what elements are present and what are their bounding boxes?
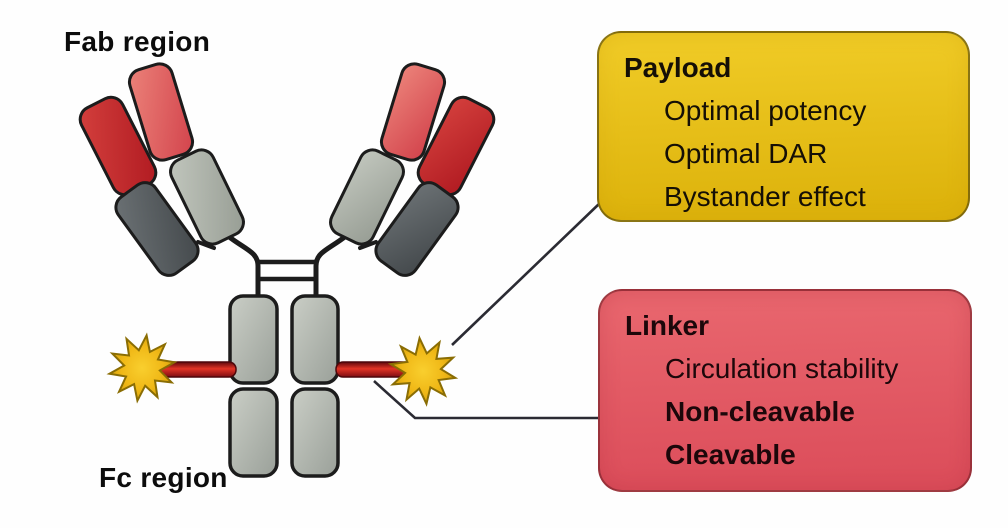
right-fab-arm	[329, 62, 496, 277]
fc-domain-segment	[228, 294, 279, 385]
payload-item: Bystander effect	[664, 181, 866, 212]
linker-connector-line	[373, 380, 602, 420]
linker-callout-title: Linker	[625, 310, 710, 341]
payload-callout-title: Payload	[624, 52, 732, 83]
linker-item: Circulation stability	[665, 353, 899, 384]
hinge-region	[225, 233, 349, 301]
right-chain-link	[358, 240, 378, 250]
fab-region-label: Fab region	[64, 26, 211, 57]
linker-callout: Linker Circulation stability Non-cleavab…	[598, 289, 972, 492]
right-heavy-chain-constant-segment	[329, 148, 405, 246]
right-heavy-chain-variable-segment	[379, 62, 447, 162]
right-light-chain-constant-segment	[374, 181, 460, 277]
fc-domain-segment	[228, 387, 279, 478]
left-heavy-chain-variable-segment	[127, 62, 195, 162]
payload-callout: Payload Optimal potency Optimal DAR Byst…	[597, 31, 970, 222]
payload-item: Optimal DAR	[664, 138, 828, 169]
fc-domain-segment	[290, 294, 340, 385]
left-chain-link	[196, 240, 216, 250]
fc-domain-segment	[290, 387, 340, 478]
left-payload-star-icon	[106, 332, 178, 404]
fc-region-label: Fc region	[99, 462, 228, 493]
payload-connector-line	[451, 202, 601, 346]
left-heavy-chain-constant-segment	[169, 148, 245, 246]
fc-region-domains	[228, 294, 340, 478]
left-fab-arm	[78, 62, 245, 277]
left-light-chain-constant-segment	[114, 181, 200, 277]
linker-item: Cleavable	[665, 439, 796, 470]
linker-item: Non-cleavable	[665, 396, 855, 427]
right-payload-star-icon	[387, 335, 459, 407]
payload-item: Optimal potency	[664, 95, 867, 126]
